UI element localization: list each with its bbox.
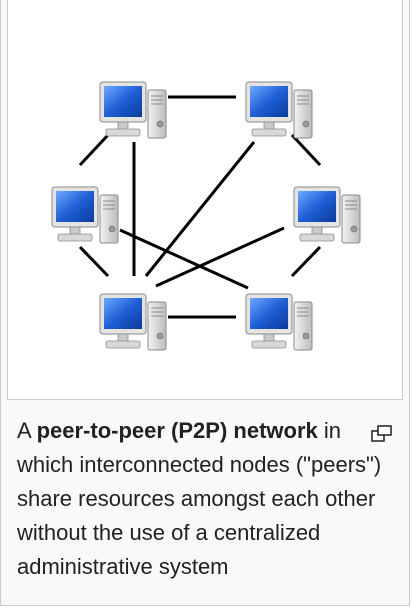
edge: [78, 133, 110, 167]
edge: [290, 245, 322, 278]
caption-text: in which interconnected nodes ("peers") …: [17, 418, 382, 579]
caption-prefix: A: [17, 418, 37, 443]
edge: [290, 133, 322, 167]
p2p-network-diagram[interactable]: [7, 0, 403, 400]
edge: [78, 245, 110, 278]
peer-node-3: [51, 186, 119, 244]
caption-bold-term[interactable]: peer-to-peer (P2P) network: [36, 418, 318, 443]
edge: [155, 226, 285, 288]
network-svg: [51, 81, 361, 351]
peer-node-2: [245, 81, 313, 139]
magnify-clip-icon[interactable]: [371, 424, 393, 444]
figure-caption: A peer-to-peer (P2P) network in which in…: [17, 414, 387, 584]
edge: [144, 141, 256, 277]
peer-node-4: [293, 186, 361, 244]
edge: [119, 228, 249, 290]
edges: [78, 95, 322, 319]
peer-node-5: [99, 293, 167, 351]
peer-node-6: [245, 293, 313, 351]
peer-node-1: [99, 81, 167, 139]
